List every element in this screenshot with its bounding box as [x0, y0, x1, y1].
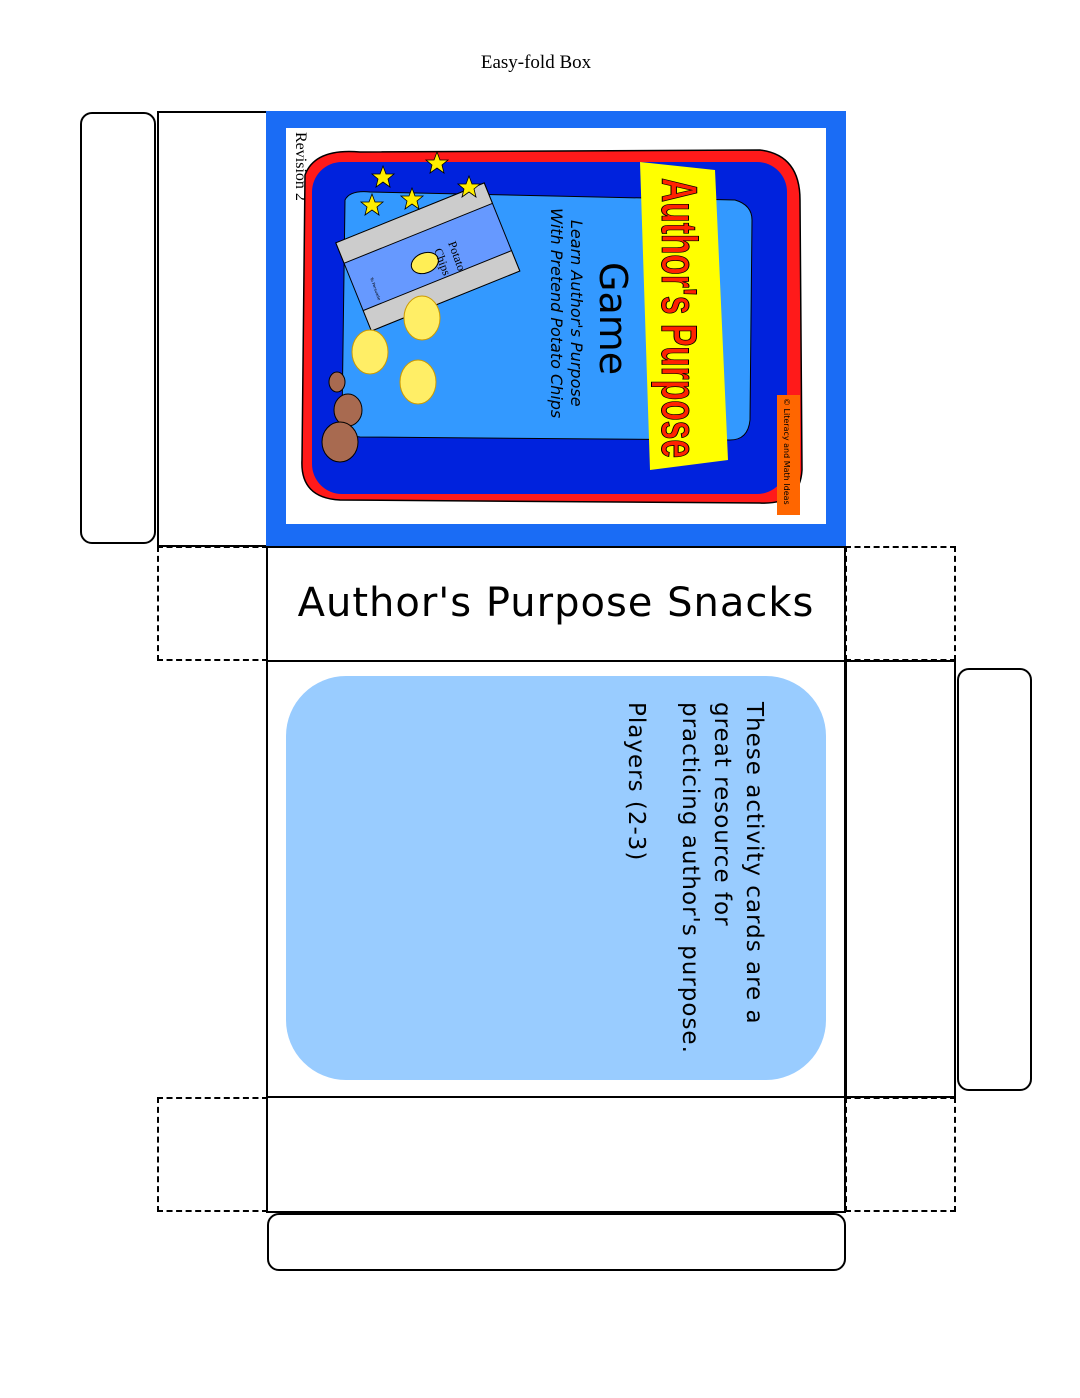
side-panel-right — [845, 660, 956, 1098]
copyright-box — [777, 395, 800, 515]
side-panel-left — [157, 111, 268, 547]
box-side-top: Author's Purpose Snacks — [266, 546, 846, 662]
box-cover: Revision 2 Author's Purpose Game Learn A… — [266, 111, 846, 547]
description-text: These activity cards are a great resourc… — [620, 702, 770, 1054]
stars-icon — [359, 150, 482, 216]
cover-illustration: Revision 2 Author's Purpose Game Learn A… — [292, 132, 803, 515]
yellow-banner — [640, 162, 728, 470]
fold-flap-top-left — [157, 546, 268, 661]
fold-flap-top-right — [845, 546, 956, 661]
fold-flap-bottom-left — [157, 1097, 268, 1212]
chip-card — [403, 295, 441, 341]
page-title: Easy-fold Box — [480, 52, 592, 73]
side-label: Author's Purpose Snacks — [297, 580, 815, 626]
glue-tab-bottom — [267, 1213, 846, 1271]
chip-bag-icon — [335, 182, 521, 332]
fold-flap-bottom-right — [845, 1097, 956, 1212]
chip-card — [399, 359, 437, 405]
cover-image: Revision 2 Author's Purpose Game Learn A… — [286, 128, 826, 524]
chip-card — [351, 329, 389, 375]
glue-tab-right — [957, 668, 1032, 1091]
players-count: Players (2-3) — [623, 702, 649, 862]
description-line: great resource for — [709, 702, 735, 927]
cover-title: Author's Purpose — [651, 178, 707, 458]
glue-tab-left — [80, 112, 156, 544]
cover-subtitle: Game — [591, 262, 635, 375]
cover-tagline-1: Learn Author's Purpose — [567, 220, 586, 407]
box-side-bottom — [266, 1096, 846, 1213]
description-line: practicing author's purpose. — [677, 702, 703, 1054]
description-line: These activity cards are a — [741, 702, 767, 1025]
copyright-text: © Literacy and Math Ideas — [782, 398, 791, 505]
potatoes-icon — [321, 371, 363, 463]
description-card: These activity cards are a great resourc… — [286, 676, 826, 1080]
cover-tagline-2: With Pretend Potato Chips — [547, 208, 566, 418]
